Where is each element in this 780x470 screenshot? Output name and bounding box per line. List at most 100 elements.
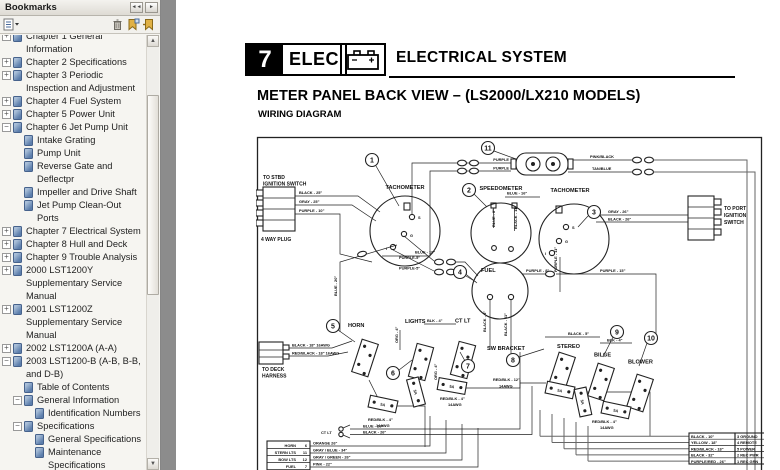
- callout-5: 5: [331, 324, 335, 331]
- expand-toggle-icon[interactable]: −: [2, 357, 11, 366]
- scroll-thumb[interactable]: [147, 95, 159, 295]
- bookmark-item[interactable]: −General Information: [0, 394, 146, 407]
- bookmark-item[interactable]: +Chapter 7 Electrical System: [0, 225, 146, 238]
- terminal-letter: S: [418, 215, 421, 220]
- bookmark-item[interactable]: −Chapter 6 Jet Pump Unit: [0, 121, 146, 134]
- bookmark-item[interactable]: Reverse Gate and Deflectpr: [0, 160, 146, 186]
- fuse-wire-label: RED/BLK - 4": [440, 396, 465, 401]
- callout-8: 8: [511, 358, 515, 365]
- expand-toggle-icon[interactable]: +: [2, 344, 11, 353]
- bookmark-item[interactable]: Intake Grating: [0, 134, 146, 147]
- expand-toggle-icon[interactable]: −: [2, 123, 11, 132]
- bookmark-page-icon: [13, 96, 22, 107]
- pin-num: 6: [305, 443, 308, 448]
- section-subheading: WIRING DIAGRAM: [258, 109, 342, 120]
- title-rule: [389, 76, 735, 78]
- bookmark-item[interactable]: +2000 LST1200Y Supplementary Service Man…: [0, 264, 146, 303]
- current-bookmark-icon[interactable]: [141, 17, 157, 32]
- expand-toggle-icon[interactable]: +: [2, 305, 11, 314]
- pin-wire: ORANGE 26": [313, 441, 337, 446]
- bookmark-item[interactable]: Table of Contents: [0, 381, 146, 394]
- fuel-label: FUEL: [481, 268, 496, 274]
- bookmark-label: Chapter 1 General Information: [26, 35, 103, 54]
- bookmark-item[interactable]: +Chapter 4 Fuel System: [0, 95, 146, 108]
- expand-toggle-icon[interactable]: −: [13, 422, 22, 431]
- bookmark-page-icon: [35, 434, 44, 445]
- expand-toggle-icon[interactable]: +: [2, 71, 11, 80]
- bookmark-item[interactable]: + Chapter 2 Specifications: [0, 56, 146, 69]
- panel-divider[interactable]: [161, 0, 176, 470]
- expand-toggle-icon[interactable]: +: [2, 227, 11, 236]
- bookmark-item[interactable]: Identification Numbers: [0, 407, 146, 420]
- bookmark-item[interactable]: +Chapter 3 Periodic Inspection and Adjus…: [0, 69, 146, 95]
- lights-switch: LIGHTS: [405, 319, 435, 382]
- wire-label-vertical: BLACK - 11": [513, 206, 518, 229]
- wire-label: PURPLE: [493, 157, 509, 162]
- bookmark-options-icon[interactable]: [3, 17, 19, 32]
- callout-3: 3: [592, 210, 596, 217]
- fuse-label: 5A: [449, 384, 455, 390]
- callout-4: 4: [458, 270, 462, 277]
- pin-num: 12: [303, 457, 308, 462]
- fuse-label: 5A: [557, 388, 563, 394]
- expand-toggle-icon[interactable]: +: [2, 35, 11, 41]
- bookmark-item[interactable]: Maintenance Specifications: [0, 446, 146, 470]
- wire-label: BLACK - 26": [363, 429, 386, 434]
- ctlt-connector-label: CT LT: [321, 430, 332, 435]
- bookmark-item[interactable]: +2002 LST1200A (A-A): [0, 342, 146, 355]
- expand-toggle-icon[interactable]: −: [13, 396, 22, 405]
- callout-7: 7: [466, 364, 470, 371]
- pin-wire: GRAY / GREEN - 26": [313, 455, 351, 460]
- panel-collapse-button[interactable]: ◄◄: [130, 2, 143, 13]
- fuse-label: 5A: [580, 399, 586, 405]
- tachometer-1-gauge: TACHOMETER S G I: [357, 185, 441, 267]
- bookmark-item[interactable]: General Specifications: [0, 433, 146, 446]
- expand-toggle-icon[interactable]: +: [2, 253, 11, 262]
- wire-label-vertical: ORG - 4": [394, 327, 399, 343]
- scroll-up-arrow[interactable]: ▲: [147, 35, 159, 47]
- routing-wires: [289, 159, 756, 470]
- stbd-label-1: TO STBD: [263, 175, 285, 181]
- scroll-down-arrow[interactable]: ▼: [147, 458, 159, 470]
- bookmark-item[interactable]: +Chapter 9 Trouble Analysis: [0, 251, 146, 264]
- bookmark-label: Chapter 2 Specifications: [26, 57, 127, 67]
- battery-icon: [340, 43, 386, 76]
- new-bookmark-icon[interactable]: [125, 17, 141, 32]
- expand-toggle-icon[interactable]: +: [2, 110, 11, 119]
- trash-icon[interactable]: [109, 17, 125, 32]
- bookmark-item[interactable]: + Chapter 1 General Information: [0, 35, 146, 56]
- bookmark-item[interactable]: −2003 LST1200-B (A-B, B-B, and D-B): [0, 355, 146, 381]
- bookmark-page-icon: [13, 122, 22, 133]
- ctlt-connector: CT LT BLUE - 26" BLACK - 26": [321, 424, 386, 439]
- pin-num: 7: [305, 464, 307, 469]
- stereo-wire: BLACK - 32": [691, 453, 714, 458]
- expand-toggle-icon[interactable]: +: [2, 240, 11, 249]
- wire-label: PURPLE-5": [399, 266, 420, 271]
- stbd-ignition-connector: TO STBD IGNITION SWITCH 4 WAY PLUG BLACK…: [256, 175, 325, 243]
- stereo-wire: RED/BLACK - 18": [691, 446, 724, 451]
- speedometer-gauge: SPEEDOMETER BLUE - 8" BLACK - 11": [470, 186, 532, 264]
- document-page: 7 ELEC ELECTRICAL SYSTEM METER PANEL BAC…: [176, 0, 780, 470]
- bookmark-item[interactable]: +2001 LST1200Z Supplementary Service Man…: [0, 303, 146, 342]
- fuse-label: 5A: [380, 402, 386, 408]
- fuse-label: 5A: [412, 389, 418, 395]
- bookmark-item[interactable]: Pump Unit: [0, 147, 146, 160]
- bookmarks-scrollbar[interactable]: ▲ ▼: [146, 35, 159, 470]
- expand-toggle-icon[interactable]: +: [2, 266, 11, 275]
- bookmark-item[interactable]: +Chapter 5 Power Unit: [0, 108, 146, 121]
- bookmark-page-icon: [35, 408, 44, 419]
- expand-toggle-icon[interactable]: +: [2, 97, 11, 106]
- expand-toggle-icon[interactable]: +: [2, 58, 11, 67]
- bookmark-page-icon: [13, 304, 22, 315]
- terminal-letter: S: [572, 225, 575, 230]
- bookmark-item[interactable]: −Specifications: [0, 420, 146, 433]
- wire-label: PINK/BLACK: [590, 154, 614, 159]
- callout-6: 6: [391, 371, 395, 378]
- bookmark-item[interactable]: Jet Pump Clean-Out Ports: [0, 199, 146, 225]
- wire-label: RED/BLACK - 18" 16AWG: [292, 351, 339, 356]
- bookmark-item[interactable]: Impeller and Drive Shaft: [0, 186, 146, 199]
- bookmark-item[interactable]: +Chapter 8 Hull and Deck: [0, 238, 146, 251]
- bookmark-label: Impeller and Drive Shaft: [37, 187, 137, 197]
- fuse-wire-label: RED/BLK - 4": [592, 419, 617, 424]
- panel-float-button[interactable]: ►: [145, 2, 158, 13]
